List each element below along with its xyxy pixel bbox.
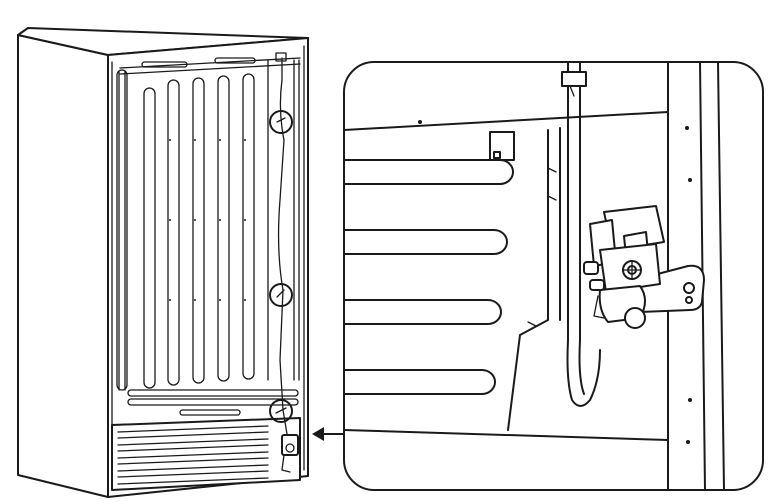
clip-callout-circle: [269, 283, 293, 307]
compressor-grille: [111, 417, 301, 491]
clip-callout-circle: [269, 110, 293, 134]
callout-circles: [269, 110, 293, 423]
water-line: [277, 57, 289, 441]
condenser-tubes: [344, 159, 514, 395]
top-line-clip: [275, 52, 287, 62]
cabinet-back-panel: [107, 37, 309, 498]
detail-view: [343, 61, 764, 491]
clip-callout-circle: [269, 399, 293, 423]
cabinet-side-panel: [17, 34, 109, 498]
water-valve: [583, 205, 705, 329]
line-clip-detail: [561, 71, 587, 87]
detail-callout-arrow: [312, 427, 346, 441]
water-valve-small: [281, 434, 299, 473]
water-line-detail: [561, 62, 601, 407]
refrigerator-rear-view: [17, 27, 309, 498]
condenser-coils: [116, 59, 300, 391]
lower-rails: [127, 389, 299, 416]
top-rails: [119, 57, 301, 75]
